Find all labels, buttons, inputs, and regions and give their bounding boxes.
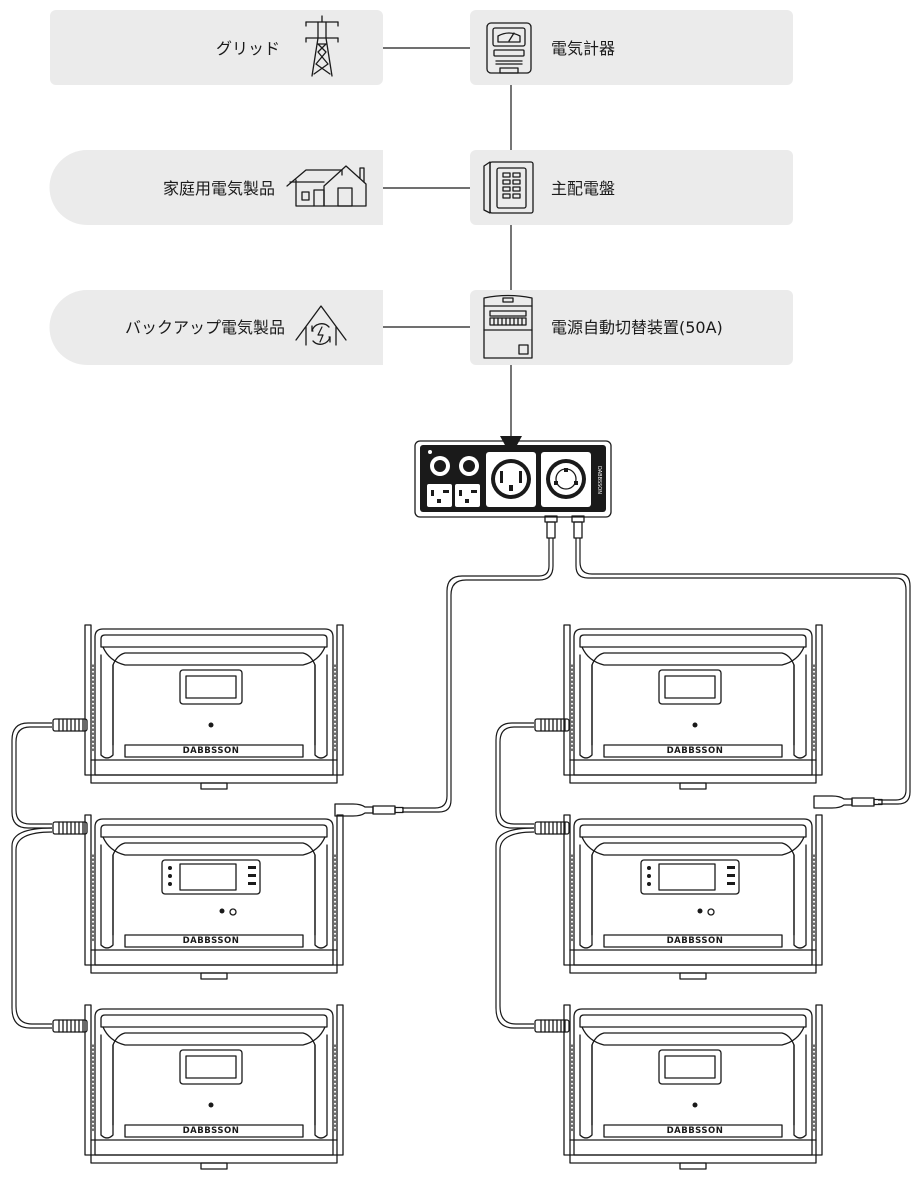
left-bottom-battery-brand: DABBSSON [183, 1126, 240, 1136]
hub-brand: DABBSSON [596, 466, 602, 494]
grid-box [50, 10, 383, 85]
meter-box [470, 10, 793, 85]
house-icon [286, 165, 367, 207]
transfer-switch-box [470, 290, 793, 365]
backup-appliances-label: バックアップ電気製品 [125, 318, 285, 337]
left-middle-battery-brand: DABBSSON [183, 936, 240, 946]
transfer-switch-label: 電源自動切替装置(50A) [551, 318, 723, 337]
hub-to-right-stack-cable [575, 538, 911, 805]
breaker-panel-icon [483, 161, 534, 214]
right-bottom-battery-brand: DABBSSON [667, 1126, 724, 1136]
right-middle-battery-brand: DABBSSON [667, 936, 724, 946]
main-panel-box [470, 150, 793, 225]
power-tower-icon [305, 15, 339, 77]
meter-label: 電気計器 [551, 39, 615, 58]
grid-label: グリッド [216, 39, 280, 58]
left-battery-stack: DABBSSON DABBSSON DABBSSON [11, 624, 404, 1170]
right-battery-stack: DABBSSON DABBSSON DABBSSON [495, 624, 883, 1170]
right-top-battery-brand: DABBSSON [667, 746, 724, 756]
power-hub: DABBSSON [414, 440, 612, 539]
backup-appliances-box [49, 290, 384, 365]
home-appliances-label: 家庭用電気製品 [163, 179, 275, 198]
hub-to-left-stack-cable [402, 538, 554, 813]
main-panel-label: 主配電盤 [551, 179, 615, 198]
backup-power-house-icon [295, 305, 347, 346]
transfer-switch-icon [483, 294, 533, 359]
left-top-battery-brand: DABBSSON [183, 746, 240, 756]
electric-meter-icon [486, 22, 532, 74]
